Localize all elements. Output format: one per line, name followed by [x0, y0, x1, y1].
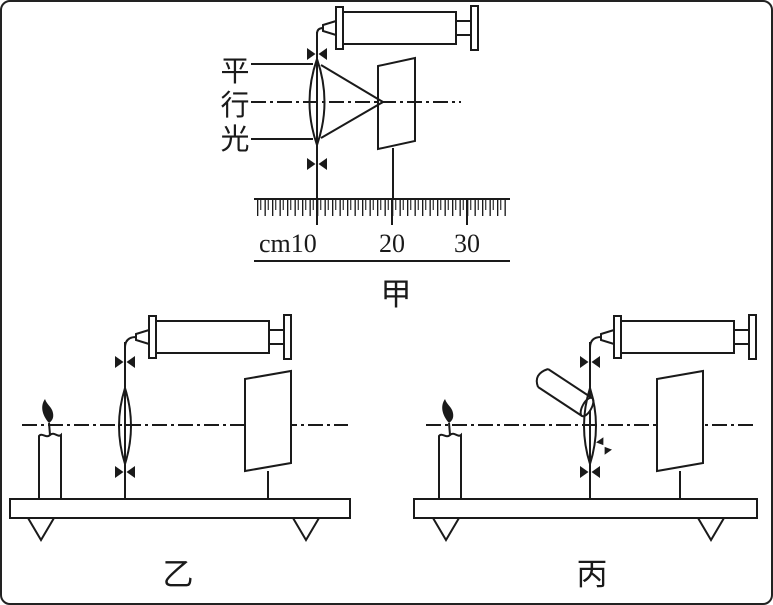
screen [377, 56, 416, 151]
ruler-tick-band [257, 199, 506, 217]
tube-elbow [589, 336, 602, 349]
ruler-label-30: 30 [454, 229, 480, 258]
bench-foot-left [432, 517, 460, 541]
water-lens [118, 384, 132, 468]
candle [438, 398, 462, 500]
caption-bing: 丙 [577, 557, 608, 593]
parallel-light-rays [251, 63, 384, 140]
lens-clip-icon [596, 437, 612, 455]
caption-jia: 甲 [381, 277, 412, 313]
bench-foot-right [292, 517, 320, 541]
syringe [600, 314, 757, 360]
parallel-light-char-2: 行 [220, 88, 249, 122]
parallel-light-char-1: 平 [220, 54, 249, 88]
ruler-label-20: 20 [379, 229, 405, 258]
beaker-pouring [535, 368, 595, 418]
water-lens [583, 384, 597, 468]
diagram-yi: 乙 [9, 314, 351, 593]
caption-yi: 乙 [163, 557, 194, 593]
converging-ray-bottom [320, 101, 384, 139]
optical-bench [9, 498, 351, 519]
candle [38, 398, 62, 500]
optical-bench [413, 498, 758, 519]
screen [656, 370, 704, 500]
parallel-light-char-3: 光 [220, 122, 249, 156]
bench-foot-right [697, 517, 725, 541]
tube-elbow [124, 336, 137, 349]
ruler-label-cm10: cm10 [259, 229, 317, 258]
converging-ray-top [320, 64, 384, 103]
syringe [322, 5, 479, 51]
diagram-bing: 丙 [413, 314, 758, 593]
diagram-jia: 平 行 光 cm10 20 30 甲 [220, 5, 510, 313]
water-lens [308, 55, 326, 149]
screen [244, 370, 292, 500]
parallel-light-label: 平 行 光 [220, 54, 249, 156]
ruler: cm10 20 30 [254, 198, 510, 262]
syringe [135, 314, 292, 360]
bench-foot-left [27, 517, 55, 541]
